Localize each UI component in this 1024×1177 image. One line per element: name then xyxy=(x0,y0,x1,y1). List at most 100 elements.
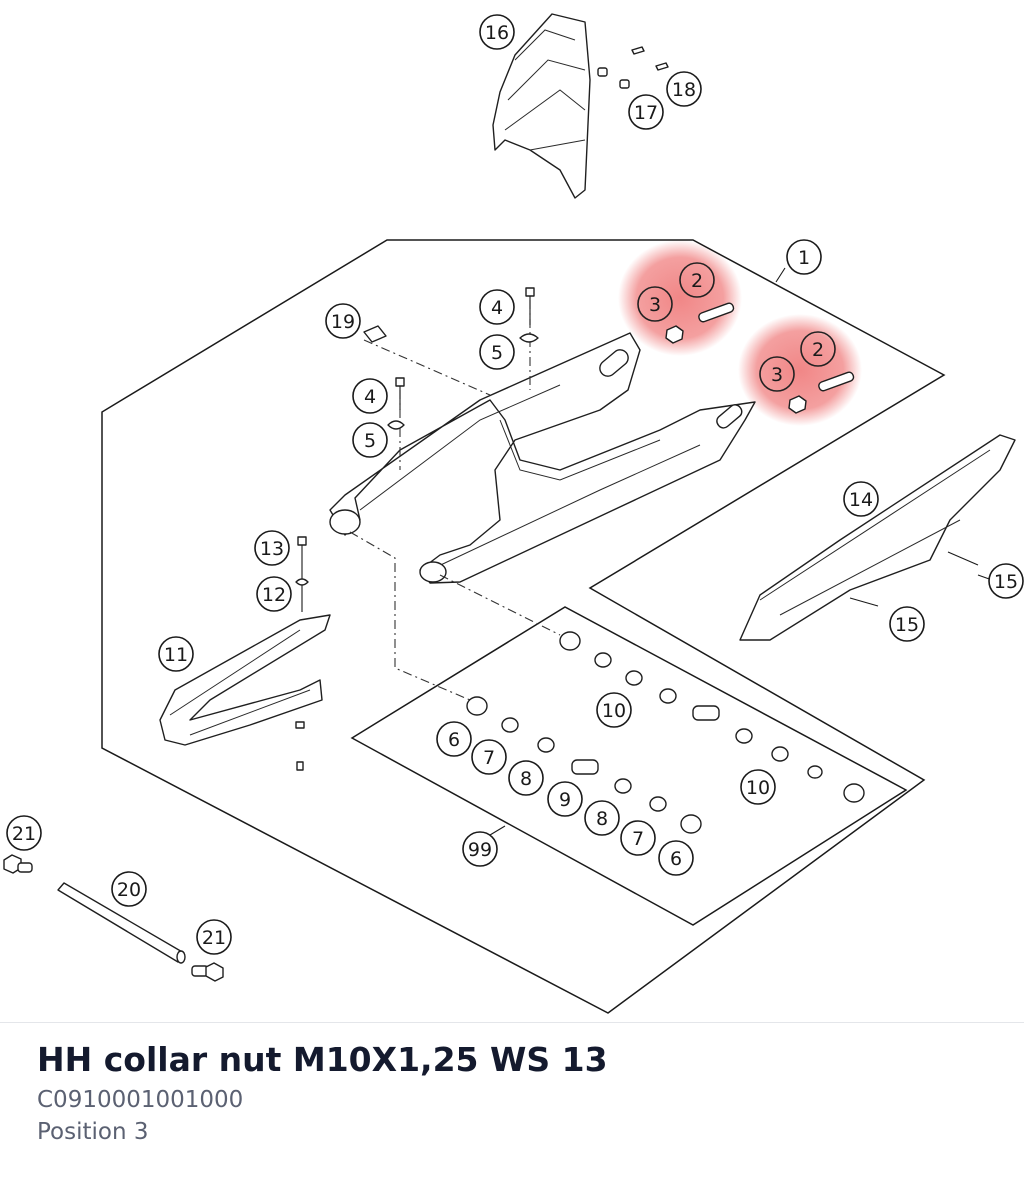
callout-label: 4 xyxy=(364,386,376,408)
callout-18[interactable]: 18 xyxy=(666,71,702,107)
callout-11[interactable]: 11 xyxy=(158,636,194,672)
callout-label: 5 xyxy=(491,342,503,364)
callout-4[interactable]: 4 xyxy=(352,378,388,414)
axle-bolt-part[interactable] xyxy=(3,854,33,874)
exploded-parts-diagram: 1618171232319454514151513121110678981076… xyxy=(3,13,1024,1014)
callout-ring xyxy=(6,815,42,851)
callout-ring xyxy=(352,378,388,414)
callout-3[interactable]: 3 xyxy=(759,356,795,392)
callout-label: 16 xyxy=(485,22,509,44)
callout-6[interactable]: 6 xyxy=(436,721,472,757)
callout-3[interactable]: 3 xyxy=(637,286,673,322)
callout-ring xyxy=(584,800,620,836)
callout-label: 2 xyxy=(812,339,824,361)
callout-16[interactable]: 16 xyxy=(479,14,515,50)
small-bolts-part[interactable] xyxy=(597,46,669,89)
clip-screws-part[interactable] xyxy=(387,287,539,430)
callout-ring xyxy=(666,71,702,107)
callout-5[interactable]: 5 xyxy=(352,422,388,458)
callout-14[interactable]: 14 xyxy=(843,481,879,517)
callout-label: 21 xyxy=(12,823,36,845)
callout-1[interactable]: 1 xyxy=(786,239,822,275)
callout-ring xyxy=(111,871,147,907)
callout-label: 14 xyxy=(849,489,873,511)
callout-12[interactable]: 12 xyxy=(256,576,292,612)
callout-label: 4 xyxy=(491,297,503,319)
lower-chain-guide-part[interactable] xyxy=(159,614,331,746)
callout-13[interactable]: 13 xyxy=(254,530,290,566)
pivot-axis-line-2 xyxy=(349,531,471,701)
highlight-zone-lower[interactable] xyxy=(738,314,862,426)
callout-label: 15 xyxy=(895,614,919,636)
callout-label: 7 xyxy=(483,747,495,769)
callout-ring xyxy=(547,781,583,817)
callout-label: 11 xyxy=(164,644,188,666)
callout-8[interactable]: 8 xyxy=(584,800,620,836)
callout-4[interactable]: 4 xyxy=(479,289,515,325)
callout-label: 13 xyxy=(260,538,284,560)
callout-ring xyxy=(352,422,388,458)
callout-label: 20 xyxy=(117,879,141,901)
callout-ring xyxy=(436,721,472,757)
bearing-kit-parts[interactable] xyxy=(466,631,865,834)
part-number: C0910001001000 xyxy=(37,1087,244,1113)
callout-20[interactable]: 20 xyxy=(111,871,147,907)
chain-slider-part[interactable] xyxy=(739,434,1016,641)
callout-ring xyxy=(740,769,776,805)
callout-17[interactable]: 17 xyxy=(628,94,664,130)
callout-ring xyxy=(196,919,232,955)
callout-ring xyxy=(637,286,673,322)
bushing-part[interactable] xyxy=(363,325,387,343)
callout-ring xyxy=(628,94,664,130)
callout-2[interactable]: 2 xyxy=(679,262,715,298)
callout-ring xyxy=(479,289,515,325)
callout-7[interactable]: 7 xyxy=(620,820,656,856)
axle-pin-and-collar-nut-lower[interactable] xyxy=(788,371,855,414)
callout-ring xyxy=(658,840,694,876)
swingarm-group-frame xyxy=(101,239,946,1014)
callout-ring xyxy=(679,262,715,298)
callout-10[interactable]: 10 xyxy=(740,769,776,805)
highlight-zone-upper[interactable] xyxy=(618,240,742,356)
axle-pin-and-collar-nut-upper[interactable] xyxy=(665,302,735,344)
callout-ring xyxy=(620,820,656,856)
chain-guide-part[interactable] xyxy=(492,13,591,199)
callout-ring xyxy=(786,239,822,275)
callout-9[interactable]: 9 xyxy=(547,781,583,817)
callout-ring xyxy=(471,739,507,775)
callout-ring xyxy=(256,576,292,612)
pivot-axis-line-3 xyxy=(439,574,561,636)
guide-screws-part[interactable] xyxy=(295,536,309,771)
callout-label: 3 xyxy=(771,364,783,386)
callout-label: 15 xyxy=(994,571,1018,593)
callout-15[interactable]: 15 xyxy=(988,563,1024,599)
swingarm-part[interactable] xyxy=(329,332,756,584)
callout-ring xyxy=(759,356,795,392)
slider-screws-part[interactable] xyxy=(849,551,979,607)
callout-label: 1 xyxy=(798,247,810,269)
callout-ring xyxy=(479,14,515,50)
callout-label: 99 xyxy=(468,839,492,861)
callout-label: 21 xyxy=(202,927,226,949)
pivot-axis-line-1 xyxy=(363,339,491,396)
axle-nut-part[interactable] xyxy=(191,962,224,982)
callout-ring xyxy=(462,831,498,867)
callout-ring xyxy=(889,606,925,642)
callout-5[interactable]: 5 xyxy=(479,334,515,370)
callout-7[interactable]: 7 xyxy=(471,739,507,775)
callout-8[interactable]: 8 xyxy=(508,760,544,796)
callout-10[interactable]: 10 xyxy=(596,692,632,728)
callout-label: 7 xyxy=(632,828,644,850)
callout-6[interactable]: 6 xyxy=(658,840,694,876)
callout-21[interactable]: 21 xyxy=(196,919,232,955)
callout-label: 9 xyxy=(559,789,571,811)
callout-label: 3 xyxy=(649,294,661,316)
callout-15[interactable]: 15 xyxy=(889,606,925,642)
callout-19[interactable]: 19 xyxy=(325,303,361,339)
callout-2[interactable]: 2 xyxy=(800,331,836,367)
callout-21[interactable]: 21 xyxy=(6,815,42,851)
pivot-axle-part[interactable] xyxy=(57,882,186,964)
callout-label: 10 xyxy=(602,700,626,722)
callout-99[interactable]: 99 xyxy=(462,831,498,867)
callout-label: 8 xyxy=(520,768,532,790)
